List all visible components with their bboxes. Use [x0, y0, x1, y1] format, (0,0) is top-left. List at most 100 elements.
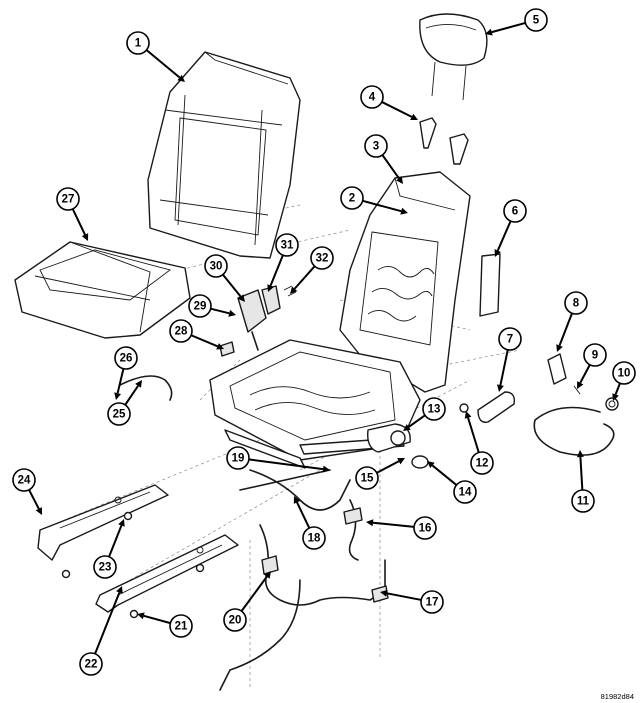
callout-arrowhead-25	[135, 380, 142, 388]
callout-27: 27	[56, 187, 89, 241]
callout-arrowhead-21	[137, 612, 145, 620]
callout-number-30: 30	[210, 261, 223, 273]
callout-8: 8	[556, 291, 588, 352]
callout-circle-19	[226, 446, 250, 470]
callout-15: 15	[355, 458, 405, 490]
callout-number-18: 18	[308, 533, 321, 545]
callout-circle-30	[204, 254, 228, 278]
callout-6: 6	[494, 199, 527, 257]
callout-number-8: 8	[573, 298, 580, 310]
callout-16: 16	[366, 516, 437, 540]
callout-14: 14	[427, 461, 477, 504]
callout-number-25: 25	[113, 409, 126, 421]
callout-leader-6	[496, 220, 512, 251]
callout-leader-23	[108, 525, 123, 558]
callout-3: 3	[364, 134, 403, 184]
callout-17: 17	[380, 589, 444, 614]
callout-arrowhead-15	[397, 458, 405, 465]
callout-leader-3	[381, 154, 400, 179]
headrest-guides	[419, 117, 469, 165]
callout-leader-22	[94, 592, 121, 655]
callout-number-32: 32	[316, 253, 329, 265]
small-trim-parts	[547, 353, 619, 411]
callout-leader-24	[28, 489, 40, 510]
callout-leader-26	[116, 368, 125, 394]
callout-arrowhead-31	[267, 284, 274, 292]
callout-leader-13	[408, 414, 426, 428]
callout-arrowhead-12	[464, 411, 472, 419]
fastener-12	[459, 403, 469, 413]
callout-number-31: 31	[281, 240, 294, 252]
callout-arrowhead-9	[577, 381, 584, 389]
callout-number-17: 17	[426, 597, 439, 609]
side-panel	[479, 253, 501, 317]
callout-circle-32	[310, 246, 334, 270]
figure-reference-code: 81982d84	[601, 692, 634, 701]
callout-arrowhead-2	[400, 207, 408, 215]
callout-circle-31	[275, 233, 299, 257]
harness-clips	[119, 341, 235, 401]
callout-circle-18	[302, 526, 326, 550]
callout-arrowhead-22	[116, 586, 123, 594]
callout-18: 18	[293, 496, 326, 550]
callout-number-13: 13	[428, 404, 441, 416]
riser-bracket-outboard	[37, 484, 169, 561]
callout-circle-12	[470, 451, 494, 475]
callout-4: 4	[360, 85, 418, 120]
callout-number-12: 12	[476, 458, 489, 470]
callout-number-1: 1	[135, 38, 142, 50]
callout-arrowhead-26	[114, 392, 122, 400]
callout-number-10: 10	[618, 368, 631, 380]
callout-arrowhead-14	[427, 461, 435, 469]
callout-leader-14	[431, 464, 458, 486]
bolts	[61, 511, 205, 619]
callout-leader-21	[143, 614, 171, 625]
callout-number-19: 19	[232, 453, 245, 465]
callout-1: 1	[126, 31, 185, 82]
callout-arrowhead-24	[35, 507, 42, 515]
callout-number-11: 11	[577, 496, 590, 508]
callout-leader-25	[124, 385, 139, 406]
callout-arrowhead-28	[216, 343, 224, 350]
callout-12: 12	[464, 411, 494, 475]
callout-circle-20	[223, 608, 247, 632]
callout-leader-9	[579, 364, 591, 384]
callout-leader-2	[362, 199, 402, 213]
callout-32: 32	[290, 246, 334, 294]
callout-circle-15	[355, 466, 379, 490]
callouts: 1234567891011121314151617181920212223242…	[12, 8, 636, 676]
callout-number-26: 26	[120, 353, 133, 365]
callout-arrowhead-8	[556, 344, 563, 352]
callout-circle-11	[571, 489, 595, 513]
callout-2: 2	[340, 186, 408, 215]
callout-leader-12	[467, 417, 480, 453]
callout-22: 22	[79, 586, 123, 676]
callout-leader-1	[145, 49, 181, 79]
callout-leader-4	[381, 101, 413, 118]
callout-arrowhead-4	[410, 113, 418, 120]
seat-belt-buckles	[237, 285, 281, 351]
callout-number-29: 29	[194, 301, 207, 313]
callout-circle-29	[188, 294, 212, 318]
callout-circle-1	[126, 31, 150, 55]
callout-leader-15	[376, 460, 400, 474]
callout-circle-28	[169, 319, 193, 343]
callout-leader-30	[222, 273, 242, 298]
callout-arrowhead-27	[81, 233, 89, 241]
callout-leader-29	[210, 307, 230, 315]
seat-cushion	[14, 241, 191, 339]
callout-circle-7	[498, 327, 522, 351]
callout-31: 31	[267, 233, 299, 292]
callout-arrowhead-6	[494, 249, 502, 257]
callout-number-5: 5	[533, 15, 540, 27]
callout-arrowhead-11	[576, 450, 584, 458]
callout-arrowhead-16	[366, 519, 374, 527]
callout-number-7: 7	[507, 334, 513, 346]
callout-leader-8	[558, 312, 573, 346]
callout-25: 25	[107, 380, 142, 426]
callout-number-9: 9	[592, 350, 598, 362]
callout-circle-8	[564, 291, 588, 315]
callout-circle-4	[360, 85, 384, 109]
callout-arrowhead-29	[228, 309, 236, 317]
callout-number-14: 14	[459, 487, 472, 499]
